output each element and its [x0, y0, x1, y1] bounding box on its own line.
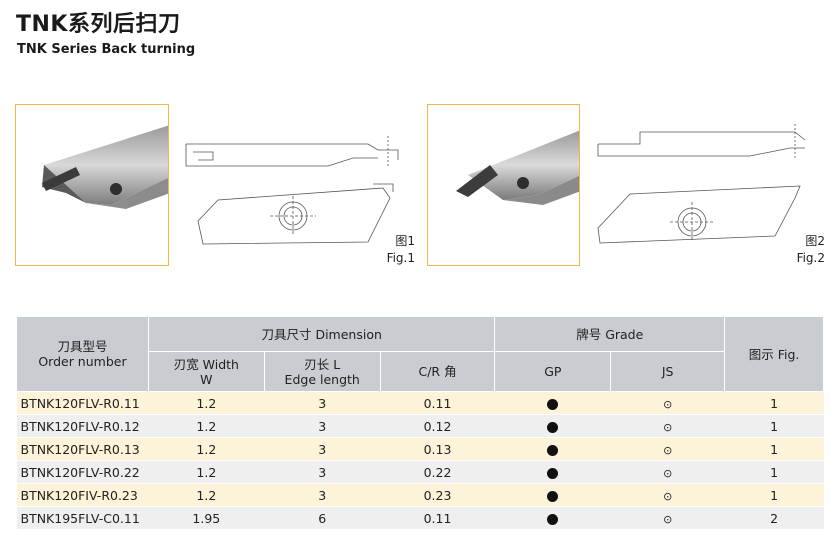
technical-drawing-fig1 — [178, 126, 418, 261]
order-number-header: 刀具型号 Order number — [16, 316, 149, 392]
fig-cell: 1 — [724, 483, 824, 507]
length-header: 刃长 L Edge length — [263, 351, 381, 392]
width-cell: 1.2 — [148, 437, 265, 461]
cr-cell: 0.11 — [380, 391, 495, 415]
length-cell: 3 — [264, 460, 381, 484]
table-row: BTNK120FIV-R0.231.230.23 ● ⊙ 1 — [16, 483, 824, 507]
length-header-line1: 刃长 L — [304, 356, 341, 372]
filled-circle-icon: ● — [547, 398, 559, 410]
filled-circle-icon: ● — [547, 421, 559, 433]
width-cell: 1.95 — [148, 506, 265, 530]
technical-drawing-fig2 — [590, 118, 828, 258]
js-header: JS — [610, 351, 726, 392]
gp-cell: ● — [494, 483, 611, 507]
cr-cell: 0.22 — [380, 460, 495, 484]
tool-photo-fig1 — [15, 104, 169, 266]
dotted-circle-icon: ⊙ — [663, 489, 673, 503]
figure-1-label: 图1 Fig.1 — [370, 233, 415, 267]
js-cell: ⊙ — [610, 414, 725, 438]
cr-cell: 0.11 — [380, 506, 495, 530]
page-subtitle: TNK Series Back turning — [17, 42, 196, 57]
figure-2-label: 图2 Fig.2 — [780, 233, 825, 267]
fig-header: 图示 Fig. — [724, 316, 824, 392]
width-cell: 1.2 — [148, 414, 265, 438]
width-cell: 1.2 — [148, 483, 265, 507]
table-row: BTNK120FLV-R0.121.230.12 ● ⊙ 1 — [16, 414, 824, 438]
fig-cell: 1 — [724, 391, 824, 415]
gp-cell: ● — [494, 460, 611, 484]
cr-cell: 0.13 — [380, 437, 495, 461]
dimension-header: 刀具尺寸 Dimension — [147, 316, 496, 352]
filled-circle-icon: ● — [547, 444, 559, 456]
spec-table: 刀具型号 Order number 刀具尺寸 Dimension 牌号 Grad… — [16, 316, 824, 530]
gp-cell: ● — [494, 437, 611, 461]
figure-1-label-cn: 图1 — [395, 234, 415, 248]
order-number-header-cn: 刀具型号 — [57, 339, 108, 354]
width-cell: 1.2 — [148, 460, 265, 484]
js-cell: ⊙ — [610, 460, 725, 484]
table-row: BTNK120FLV-R0.131.230.13 ● ⊙ 1 — [16, 437, 824, 461]
fig-cell: 2 — [724, 506, 824, 530]
length-header-line2: Edge length — [284, 371, 360, 387]
figure-2-label-cn: 图2 — [805, 234, 825, 248]
dotted-circle-icon: ⊙ — [663, 443, 673, 457]
js-cell: ⊙ — [610, 391, 725, 415]
dotted-circle-icon: ⊙ — [663, 420, 673, 434]
table-row: BTNK120FLV-R0.221.230.22 ● ⊙ 1 — [16, 460, 824, 484]
dotted-circle-icon: ⊙ — [663, 512, 673, 526]
filled-circle-icon: ● — [547, 490, 559, 502]
dotted-circle-icon: ⊙ — [663, 397, 673, 411]
tool-photo-fig2 — [427, 104, 580, 266]
length-cell: 3 — [264, 414, 381, 438]
width-header: 刃宽 Width W — [147, 351, 265, 392]
gp-header: GP — [494, 351, 612, 392]
fig-cell: 1 — [724, 437, 824, 461]
js-cell: ⊙ — [610, 483, 725, 507]
figure-1-label-en: Fig.1 — [386, 251, 415, 265]
width-header-line2: W — [200, 371, 213, 387]
cr-header: C/R 角 — [379, 351, 496, 392]
order-number-cell: BTNK120FLV-R0.12 — [16, 414, 149, 438]
gp-cell: ● — [494, 506, 611, 530]
page-title: TNK系列后扫刀 — [16, 12, 181, 37]
width-header-line1: 刃宽 Width — [173, 356, 239, 372]
dotted-circle-icon: ⊙ — [663, 466, 673, 480]
length-cell: 3 — [264, 437, 381, 461]
spec-table-body: BTNK120FLV-R0.111.230.11●⊙1BTNK120FLV-R0… — [16, 391, 824, 530]
order-number-cell: BTNK120FLV-R0.13 — [16, 437, 149, 461]
gp-cell: ● — [494, 391, 611, 415]
length-cell: 6 — [264, 506, 381, 530]
length-cell: 3 — [264, 391, 381, 415]
js-cell: ⊙ — [610, 506, 725, 530]
order-number-cell: BTNK195FLV-C0.11 — [16, 506, 149, 530]
cr-cell: 0.12 — [380, 414, 495, 438]
figure-2-label-en: Fig.2 — [796, 251, 825, 265]
js-cell: ⊙ — [610, 437, 725, 461]
fig-cell: 1 — [724, 460, 824, 484]
order-number-cell: BTNK120FLV-R0.11 — [16, 391, 149, 415]
table-row: BTNK120FLV-R0.111.230.11 ● ⊙ 1 — [16, 391, 824, 415]
filled-circle-icon: ● — [547, 513, 559, 525]
order-number-cell: BTNK120FIV-R0.23 — [16, 483, 149, 507]
cr-cell: 0.23 — [380, 483, 495, 507]
filled-circle-icon: ● — [547, 467, 559, 479]
order-number-header-en: Order number — [38, 354, 127, 369]
order-number-cell: BTNK120FLV-R0.22 — [16, 460, 149, 484]
gp-cell: ● — [494, 414, 611, 438]
grade-header: 牌号 Grade — [494, 316, 726, 352]
length-cell: 3 — [264, 483, 381, 507]
fig-cell: 1 — [724, 414, 824, 438]
width-cell: 1.2 — [148, 391, 265, 415]
